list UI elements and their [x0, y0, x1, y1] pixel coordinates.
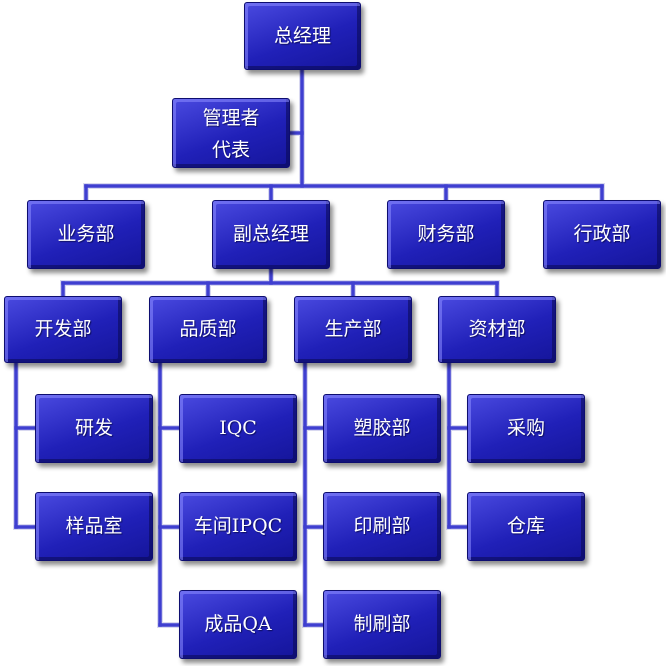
node-management-representative: 管理者 代表 — [172, 98, 290, 168]
node-rnd: 研发 — [35, 394, 153, 463]
node-vice-general-manager: 副总经理 — [212, 200, 330, 269]
node-plastic-molding: 塑胶部 — [323, 394, 441, 463]
node-sample-room: 样品室 — [35, 492, 153, 561]
node-materials-dept: 资材部 — [438, 296, 556, 363]
node-iqc: IQC — [179, 394, 297, 463]
node-admin-dept: 行政部 — [543, 200, 661, 269]
node-warehouse: 仓库 — [467, 492, 585, 561]
node-production-dept: 生产部 — [294, 296, 412, 363]
node-workshop-ipqc: 车间IPQC — [179, 492, 297, 561]
node-purchasing: 采购 — [467, 394, 585, 463]
node-quality-dept: 品质部 — [149, 296, 267, 363]
node-final-qa: 成品QA — [179, 590, 297, 659]
node-general-manager: 总经理 — [244, 2, 361, 70]
node-finance-dept: 财务部 — [387, 200, 505, 269]
node-business-dept: 业务部 — [27, 200, 145, 269]
node-development-dept: 开发部 — [4, 296, 122, 363]
node-printing: 印刷部 — [323, 492, 441, 561]
node-brush-making: 制刷部 — [323, 590, 441, 659]
